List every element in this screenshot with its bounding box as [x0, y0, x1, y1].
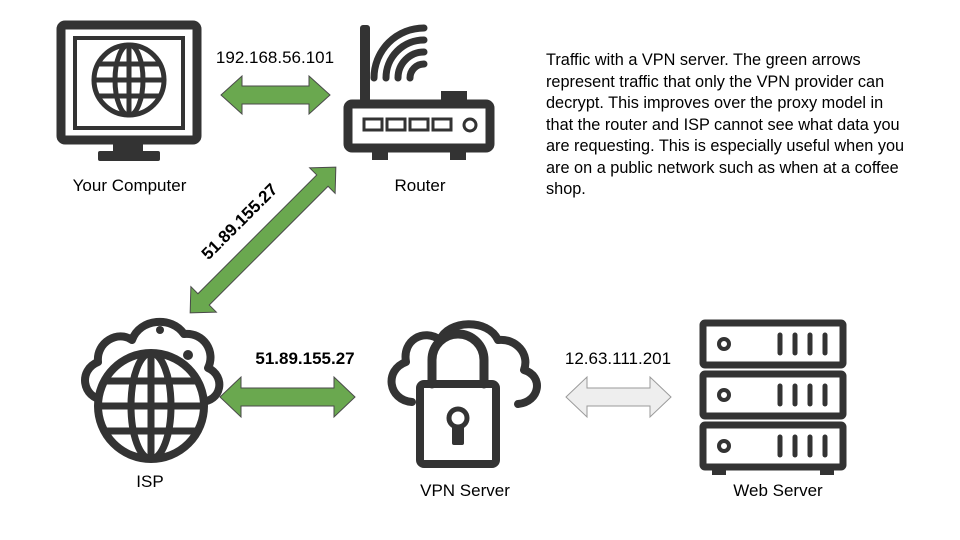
router-label: Router — [394, 176, 446, 195]
arrow-router-isp — [189, 166, 337, 314]
cloud-globe-icon — [81, 317, 224, 463]
ip-isp-vpn: 51.89.155.27 — [255, 349, 355, 368]
ip-computer-router: 192.168.56.101 — [215, 48, 335, 67]
wifi-router-icon — [343, 24, 495, 160]
cloud-lock-icon — [387, 320, 541, 468]
computer-label: Your Computer — [72, 176, 187, 195]
web-label: Web Server — [733, 481, 823, 500]
arrow-vpn-web — [565, 375, 672, 419]
server-rack-icon — [699, 319, 847, 475]
arrow-isp-vpn — [219, 375, 356, 419]
description-text: Traffic with a VPN server. The green arr… — [546, 51, 905, 198]
vpn-label: VPN Server — [420, 481, 510, 500]
isp-label: ISP — [136, 472, 164, 491]
arrow-computer-router — [220, 74, 331, 116]
monitor-globe-icon — [56, 20, 202, 161]
ip-vpn-web: 12.63.111.201 — [564, 349, 672, 368]
